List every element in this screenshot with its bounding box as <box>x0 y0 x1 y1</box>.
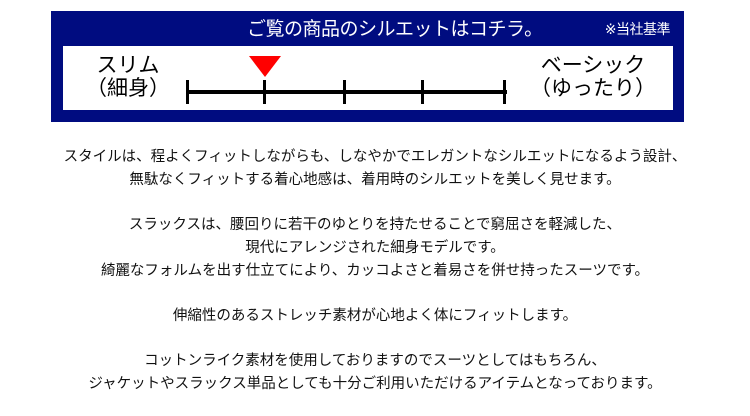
description-line: ジャケットやスラックス単品としても十分ご利用いただけるアイテムとなっております。 <box>88 376 662 392</box>
description-line: スタイルは、程よくフィットしながらも、しなやかでエレガントなシルエットになるよう… <box>63 149 687 165</box>
scale-line <box>187 90 507 94</box>
slim-label-main: スリム <box>96 53 160 77</box>
silhouette-banner: ご覧の商品のシルエットはコチラ。 ※当社基準 スリム （細身） ベーシック （ゆ… <box>51 11 684 122</box>
description-paragraph-slacks: スラックスは、腰回りに若干のゆとりを持たせることで窮屈さを軽減した、 現代にアレ… <box>0 214 750 283</box>
basic-label-main: ベーシック <box>540 53 646 77</box>
description-line: 綺麗なフォルムを出す仕立てにより、カッコよさと着易さを併せ持ったスーツです。 <box>100 263 650 279</box>
banner-title: ご覧の商品のシルエットはコチラ。 <box>247 18 543 40</box>
description-paragraph-stretch: 伸縮性のあるストレッチ素材が心地よく体にフィットします。 <box>0 305 750 328</box>
slim-label: スリム （細身） <box>83 54 173 100</box>
scale-tick-1 <box>186 80 189 104</box>
description-paragraph-style: スタイルは、程よくフィットしながらも、しなやかでエレガントなシルエットになるよう… <box>0 146 750 192</box>
basic-label: ベーシック （ゆったり） <box>523 54 663 100</box>
description-line: コットンライク素材を使用しておりますのでスーツとしてはもちろん、 <box>144 353 606 369</box>
red-down-triangle-icon <box>248 56 281 77</box>
description-line: 無駄なくフィットする着心地感は、着用時のシルエットを美しく見せます。 <box>129 172 621 188</box>
banner-note: ※当社基準 <box>604 22 671 38</box>
description-line: 現代にアレンジされた細身モデルです。 <box>245 240 505 256</box>
silhouette-scale-panel: スリム （細身） ベーシック （ゆったり） <box>63 46 673 110</box>
silhouette-scale <box>186 56 507 104</box>
scale-tick-5 <box>503 80 507 104</box>
scale-tick-4 <box>421 80 425 104</box>
description-line: 伸縮性のあるストレッチ素材が心地よく体にフィットします。 <box>172 308 578 324</box>
slim-label-sub: （細身） <box>86 76 170 100</box>
description-line: スラックスは、腰回りに若干のゆとりを持たせることで窮屈さを軽減した、 <box>128 217 622 233</box>
product-description: スタイルは、程よくフィットしながらも、しなやかでエレガントなシルエットになるよう… <box>0 146 750 396</box>
scale-tick-3 <box>342 80 346 104</box>
description-paragraph-material: コットンライク素材を使用しておりますのでスーツとしてはもちろん、 ジャケットやス… <box>0 350 750 396</box>
basic-label-sub: （ゆったり） <box>530 76 656 100</box>
scale-tick-2 <box>262 80 266 104</box>
